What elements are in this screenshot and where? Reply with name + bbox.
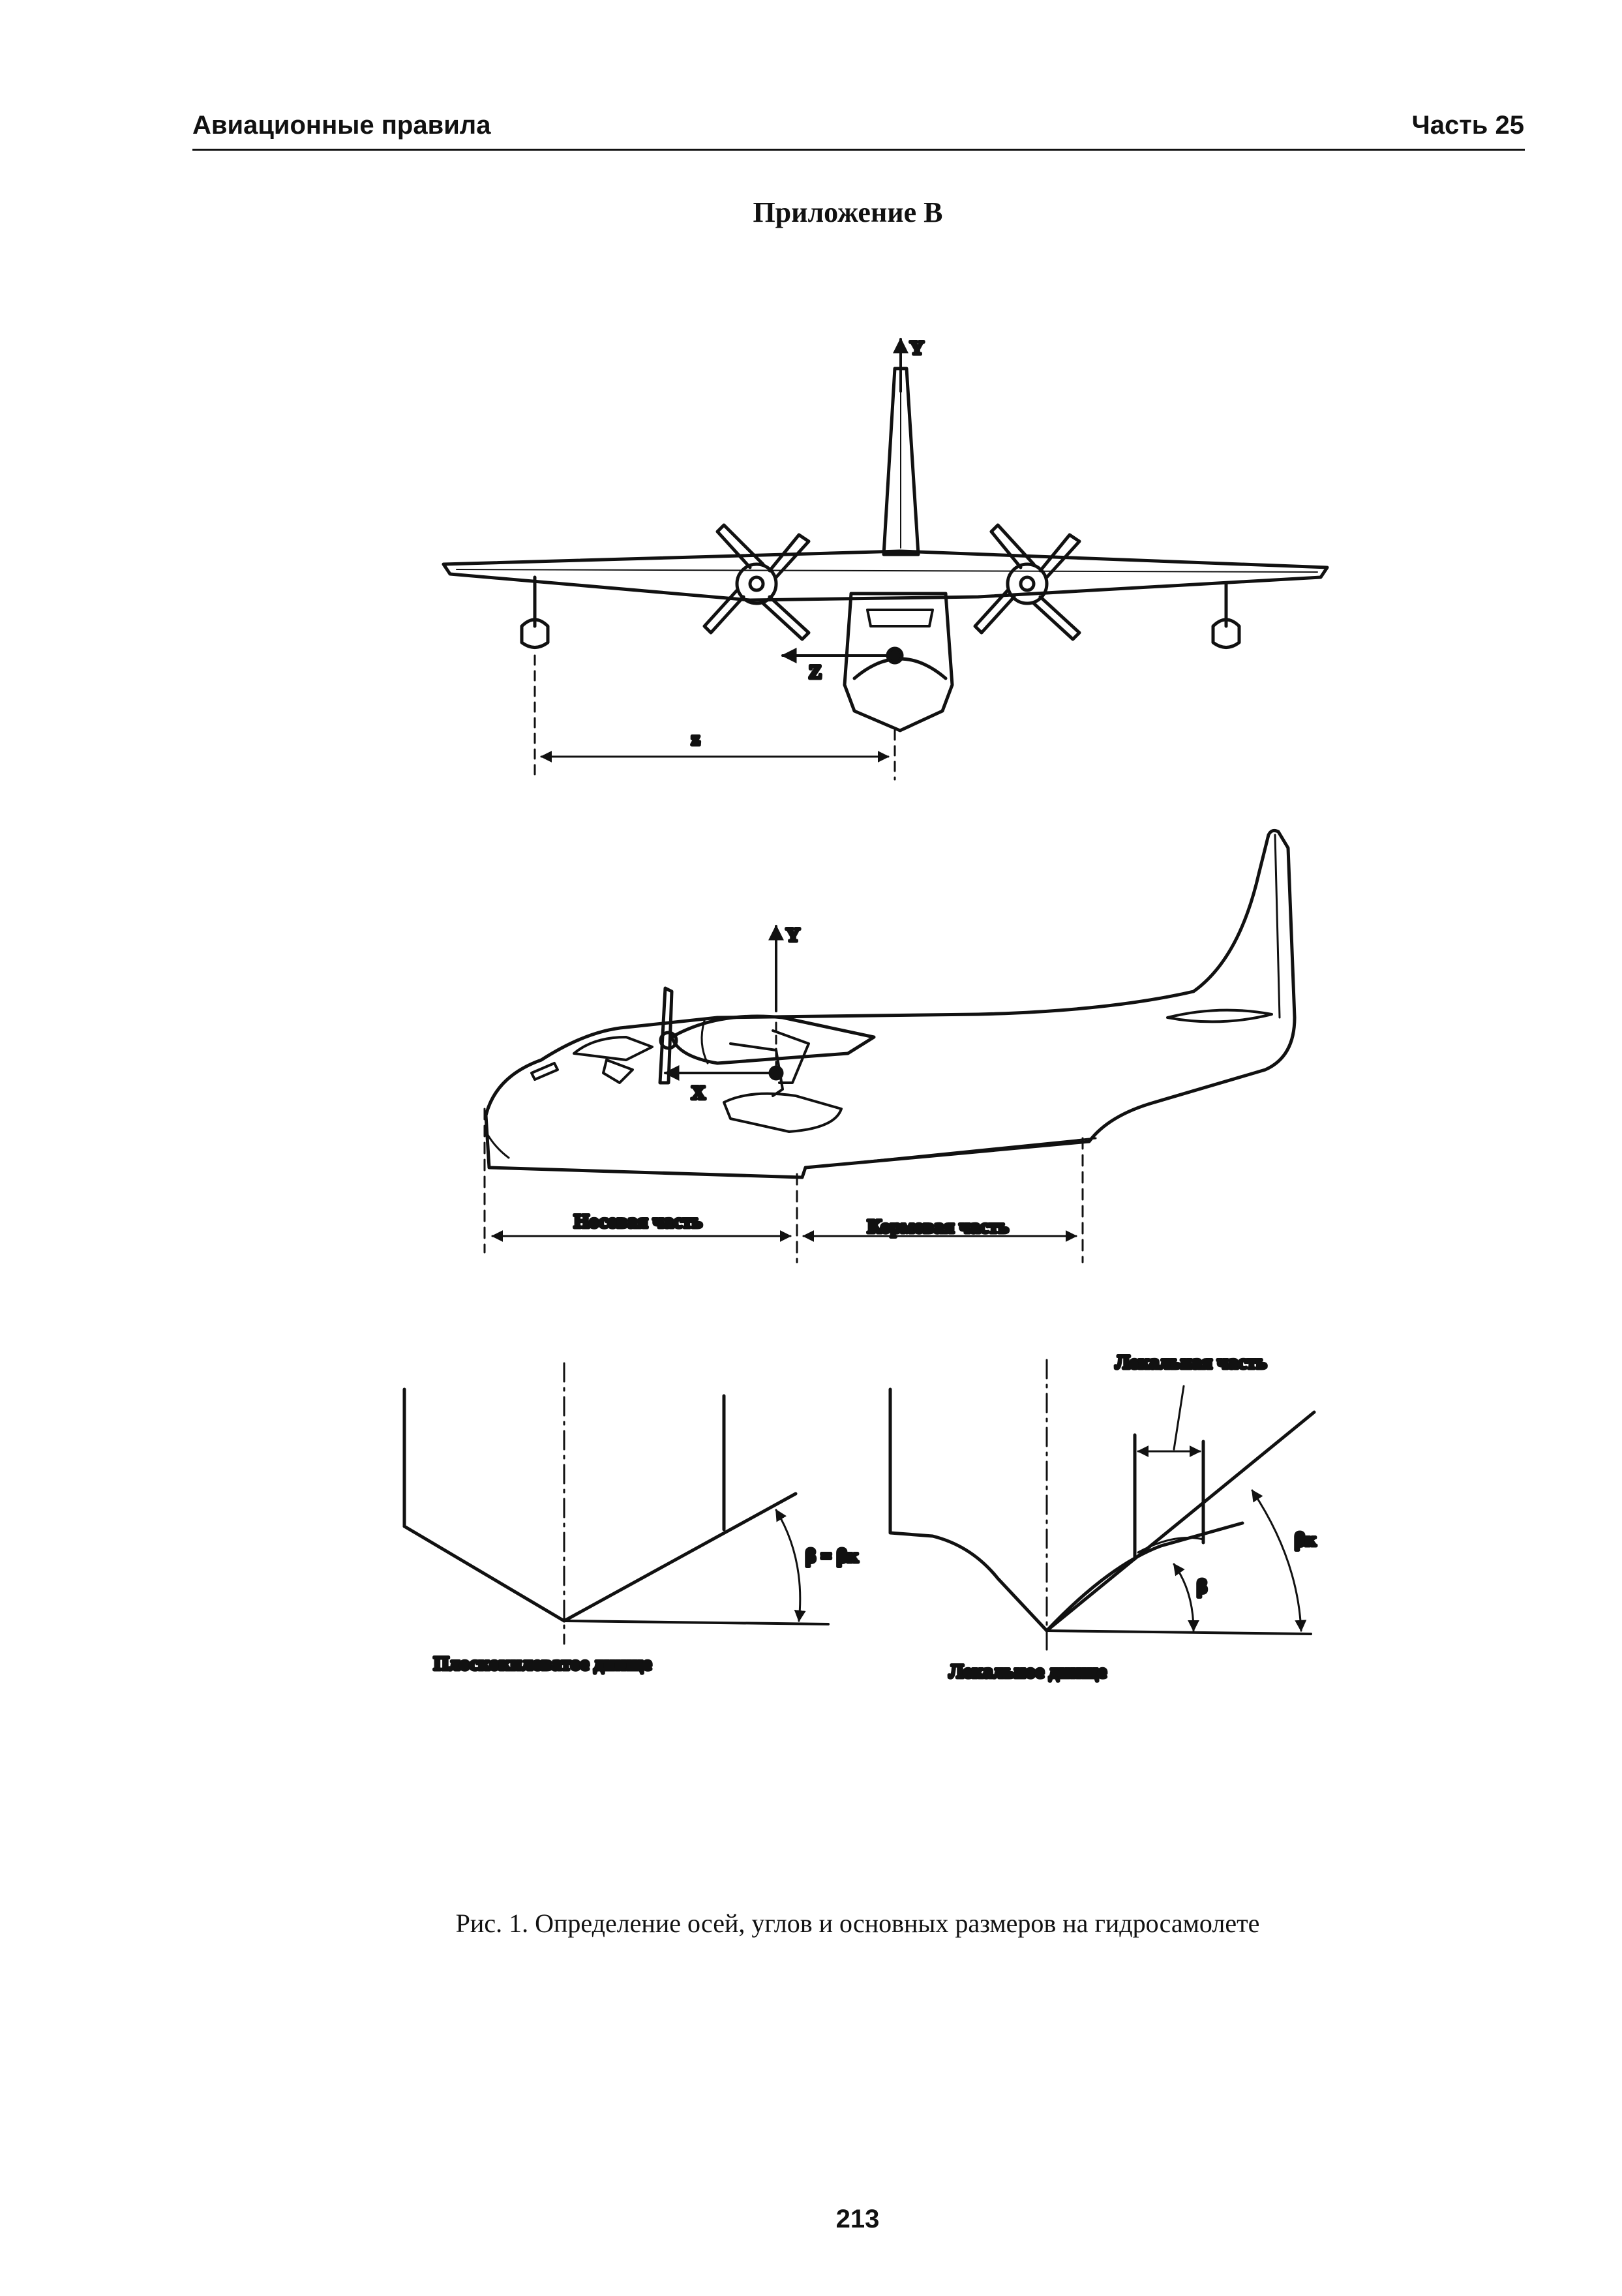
right-propeller (973, 523, 1081, 641)
flat-bottom-diagram (402, 1362, 830, 1645)
flat-angle-label: β = βк (805, 1545, 859, 1567)
front-axis-z-label: Z (809, 661, 822, 683)
header-part: Часть 25 (1411, 111, 1524, 140)
page-number: 213 (835, 2205, 880, 2233)
header-title: Авиационные правила (192, 111, 491, 140)
curved-bottom-caption: Лекальное днище (949, 1661, 1107, 1682)
stern-label: Кормовая часть (867, 1216, 1009, 1237)
side-view (483, 828, 1297, 1263)
side-axis-y-label: Y (786, 924, 800, 946)
flat-bottom-caption: Плоскокилеватое днище (434, 1653, 652, 1674)
side-axis-x-label: X (691, 1082, 706, 1104)
angle-beta-label: β (1197, 1576, 1207, 1597)
figure-caption: Рис. 1. Определение осей, углов и основн… (455, 1909, 1260, 1938)
curved-bottom-diagram (888, 1359, 1316, 1652)
front-view (442, 337, 1329, 781)
bow-label: Носовая часть (574, 1211, 702, 1232)
header-rule (192, 149, 1525, 151)
front-dimension-z-label: z (691, 728, 700, 749)
curve-part-label: Лекальная часть (1115, 1352, 1267, 1373)
front-axis-y-label: Y (910, 337, 924, 359)
angle-beta-k-label: βк (1295, 1529, 1317, 1550)
appendix-title: Приложение В (753, 196, 943, 228)
left-propeller (702, 523, 811, 641)
